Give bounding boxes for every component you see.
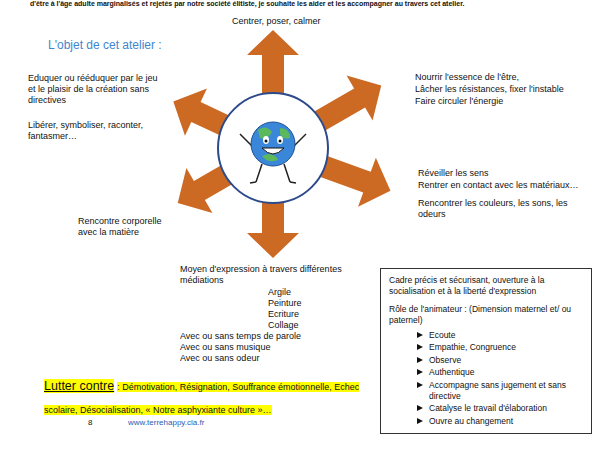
fight-paragraph: Lutter contre: Démotivation, Résignation… bbox=[44, 373, 379, 419]
text-box: Cadre précis et sécurisant, ouverture à … bbox=[380, 268, 592, 434]
bullet-item: Catalyse le travail d'élaboration bbox=[417, 403, 583, 414]
center-circle bbox=[218, 93, 328, 203]
bullet-item: Authentique bbox=[417, 367, 583, 378]
earth-character bbox=[240, 122, 306, 183]
box-text: Cadre précis et sécurisant, ouverture à … bbox=[389, 275, 583, 296]
heading: L'objet de cet atelier : bbox=[48, 38, 162, 52]
bullet-item: Observe bbox=[417, 355, 583, 366]
text-label: Faire circuler l'énergie bbox=[415, 96, 585, 107]
text-label: Argile bbox=[268, 287, 358, 298]
text-label: Libérer, symboliser, raconter, fantasmer… bbox=[28, 120, 168, 142]
text-label: 8 bbox=[88, 418, 108, 428]
text-label: d'être à l'âge adulte marginalisés et re… bbox=[30, 0, 570, 8]
bullet-item: Accompagne sans jugement et sans directi… bbox=[417, 380, 583, 401]
highlighted-text: Lutter contre bbox=[44, 379, 114, 393]
text-label: Centrer, poser, calmer bbox=[232, 16, 362, 27]
text-label: Rencontre corporelle avec la matière bbox=[78, 216, 173, 238]
text-label: Avec ou sans odeur bbox=[180, 353, 370, 364]
text-label: Collage bbox=[268, 320, 358, 331]
text-label: Réveiller les sens bbox=[418, 168, 588, 179]
bullet-item: Ecoute bbox=[417, 330, 583, 341]
text-label: Lâcher les résistances, fixer l'instable bbox=[415, 84, 590, 95]
text-label: Avec ou sans temps de parole bbox=[180, 331, 370, 342]
text-label: www.terrehappy.cla.fr bbox=[128, 418, 278, 428]
bullet-item: Ouvre au changement bbox=[417, 416, 583, 427]
arrow-down bbox=[247, 198, 299, 258]
text-label: Eduquer ou rééduquer par le jeu et le pl… bbox=[28, 73, 163, 105]
arrow-up bbox=[247, 30, 299, 98]
text-label: Moyen d'expression à travers différentes… bbox=[180, 264, 370, 286]
bullet-item: Empathie, Congruence bbox=[417, 342, 583, 353]
box-text: Rôle de l'animateur : (Dimension materne… bbox=[389, 304, 583, 325]
text-label: Rentrer en contact avec les matériaux… bbox=[418, 180, 593, 191]
text-label: Rencontrer les couleurs, les sons, les o… bbox=[418, 198, 573, 220]
text-label: Nourrir l'essence de l'être, bbox=[415, 72, 585, 83]
text-label: Peinture bbox=[268, 298, 358, 309]
orange-arrows bbox=[162, 30, 399, 258]
text-label: Ecriture bbox=[268, 309, 358, 320]
text-label: Avec ou sans musique bbox=[180, 342, 370, 353]
